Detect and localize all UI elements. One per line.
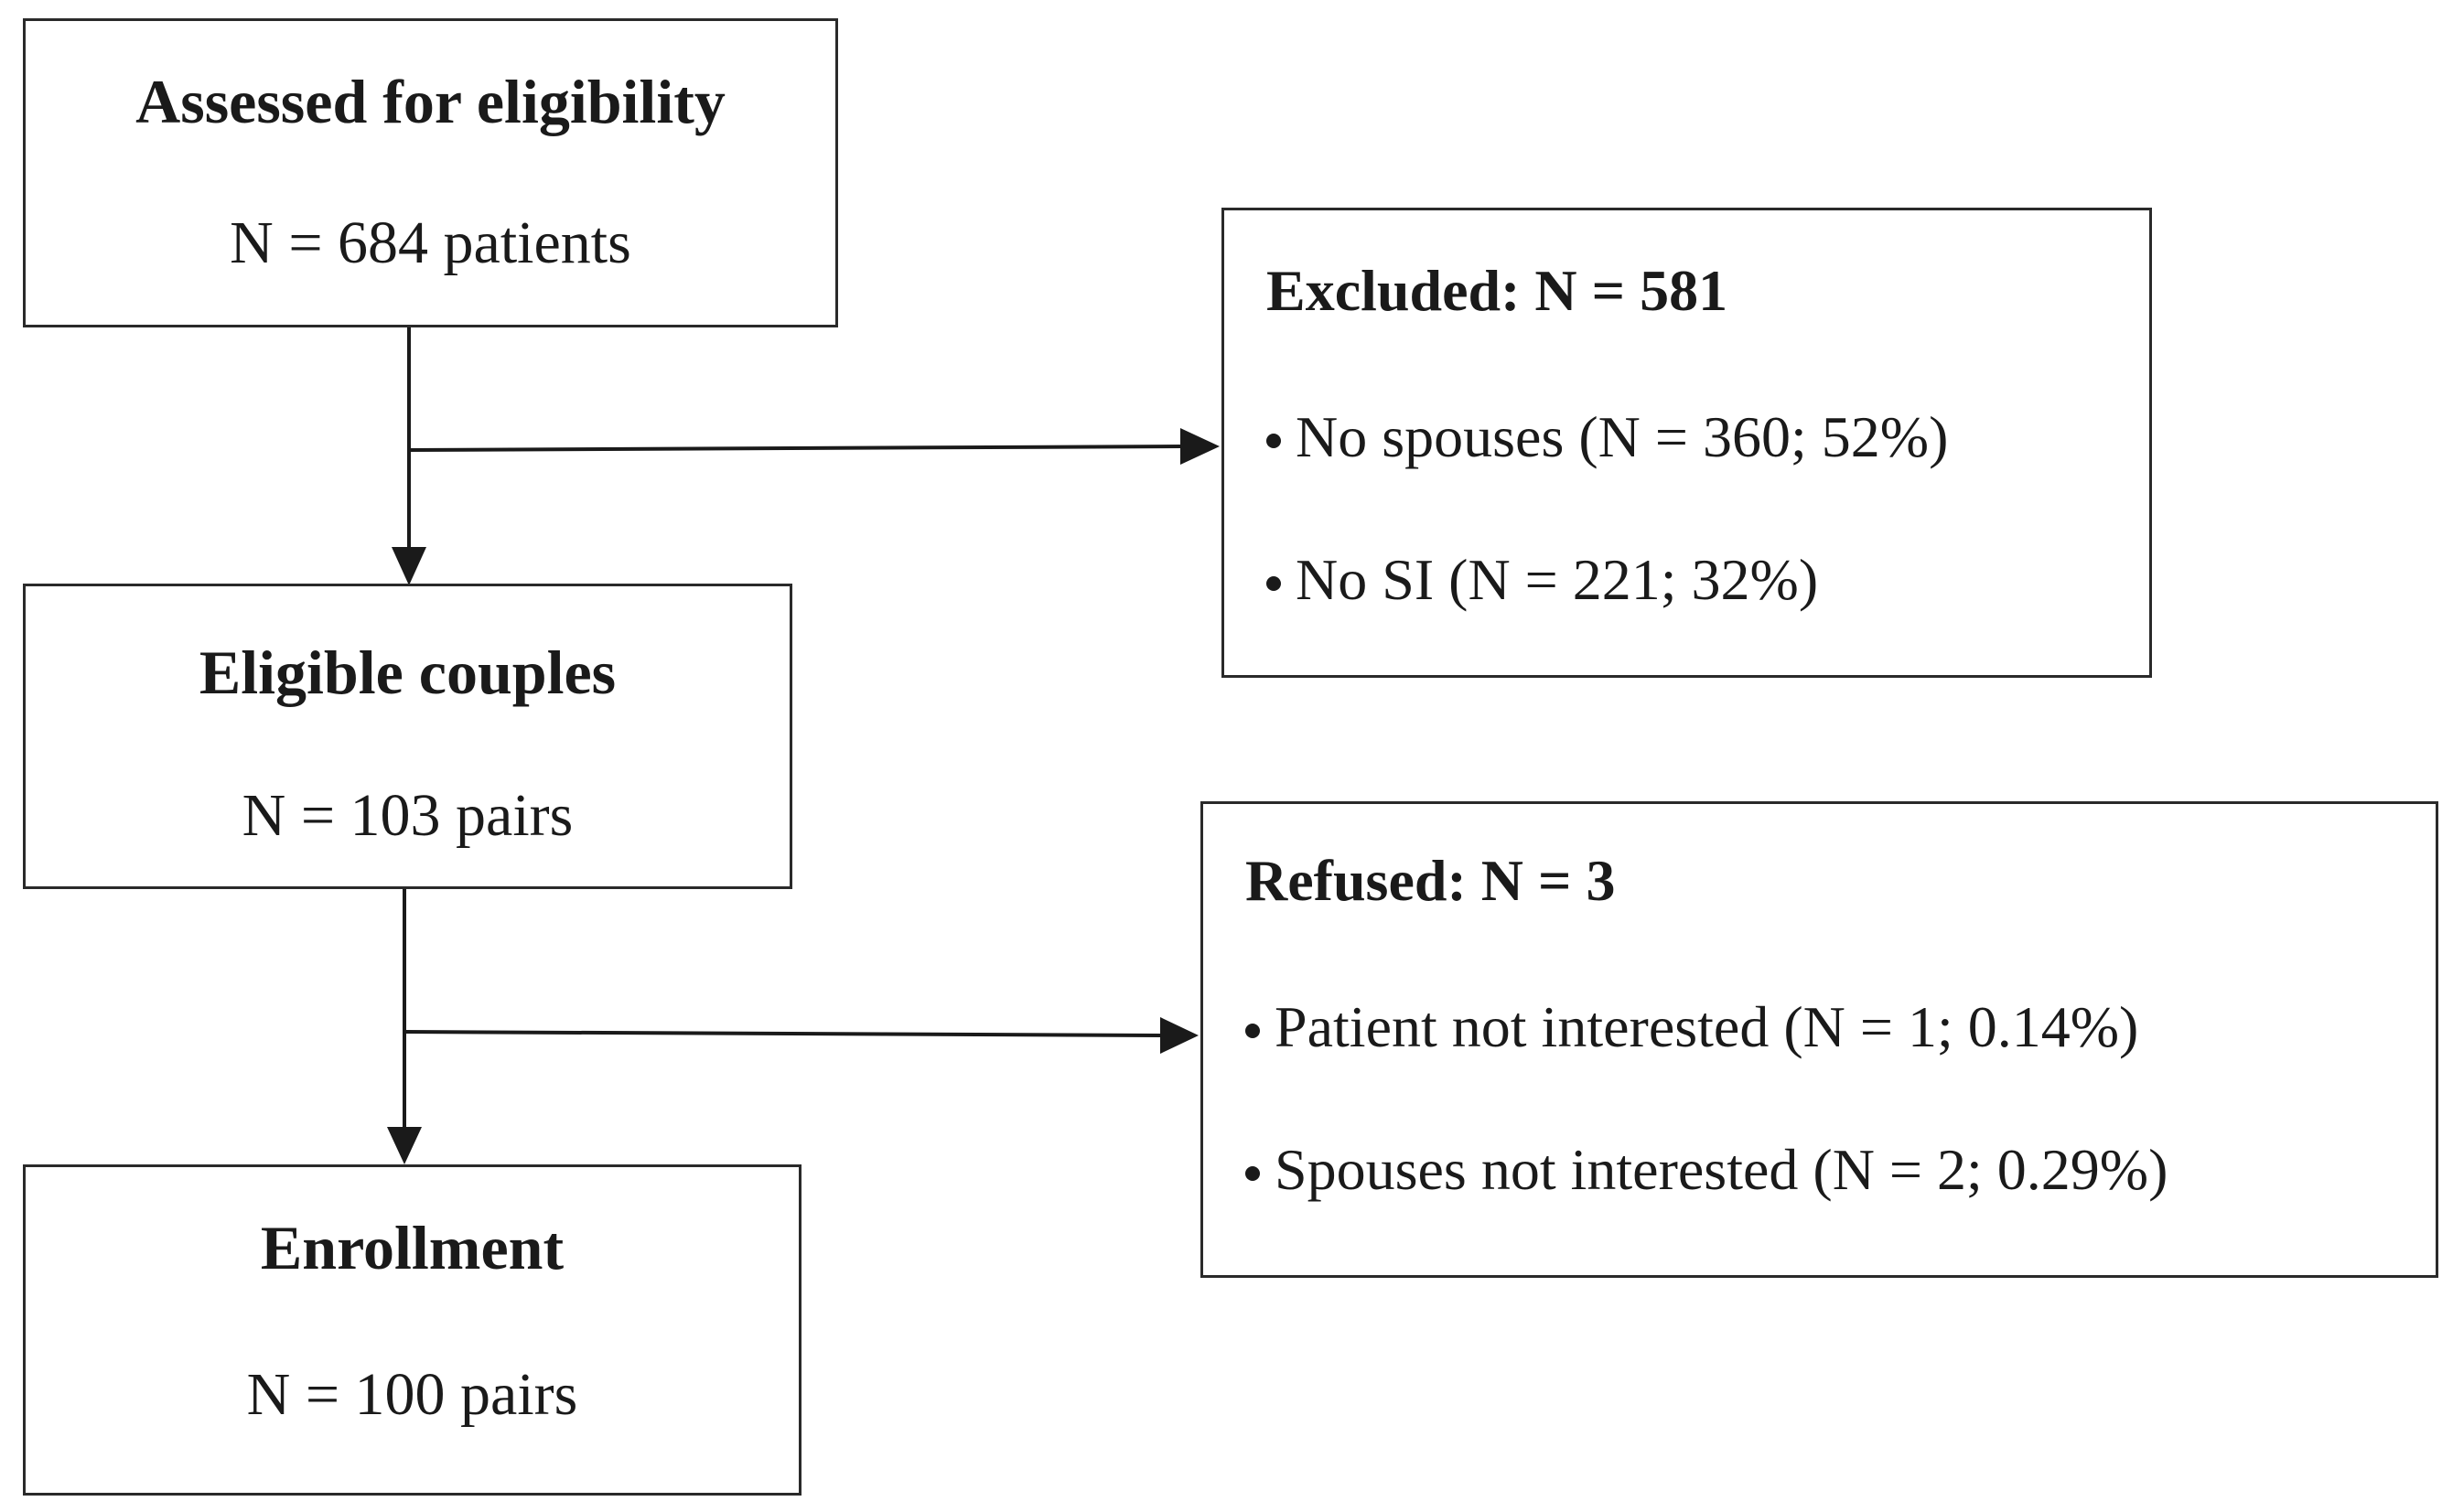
excluded-reasons-list: No spouses (N = 360; 52%) No SI (N = 221… (1266, 408, 2149, 609)
enrollment-box: Enrollment N = 100 pairs (23, 1164, 802, 1496)
excluded-box: Excluded: N = 581 No spouses (N = 360; 5… (1221, 208, 2152, 678)
arrow-to-refused (403, 1030, 1161, 1037)
list-item: No spouses (N = 360; 52%) (1266, 408, 2149, 466)
arrowhead-excluded (1180, 428, 1220, 465)
assessed-count: N = 684 patients (230, 209, 631, 276)
list-item: Patient not interested (N = 1; 0.14%) (1245, 998, 2436, 1056)
excluded-title: Excluded: N = 581 (1266, 258, 1728, 323)
eligible-title: Eligible couples (199, 638, 617, 707)
arrowhead-enrollment (387, 1127, 422, 1164)
list-item: Spouses not interested (N = 2; 0.29%) (1245, 1141, 2436, 1199)
bullet-icon (1245, 1166, 1260, 1181)
eligible-count: N = 103 pairs (242, 782, 574, 849)
excluded-reason-no-spouses: No spouses (N = 360; 52%) (1296, 404, 1949, 469)
assessed-box: Assessed for eligibility N = 684 patient… (23, 18, 838, 327)
bullet-icon (1266, 434, 1281, 448)
excluded-reason-no-si: No SI (N = 221; 32%) (1296, 547, 1819, 612)
arrowhead-refused (1160, 1017, 1199, 1054)
arrow-to-excluded (408, 445, 1181, 452)
bullet-icon (1245, 1024, 1260, 1038)
refused-reasons-list: Patient not interested (N = 1; 0.14%) Sp… (1245, 998, 2436, 1199)
list-item: No SI (N = 221; 32%) (1266, 551, 2149, 609)
assessed-title: Assessed for eligibility (135, 67, 726, 136)
arrowhead-eligible (392, 547, 426, 585)
refused-reason-patient: Patient not interested (N = 1; 0.14%) (1275, 994, 2139, 1059)
enrollment-count: N = 100 pairs (246, 1361, 578, 1428)
refused-title: Refused: N = 3 (1245, 848, 1616, 913)
enrollment-title: Enrollment (260, 1213, 565, 1282)
refused-box: Refused: N = 3 Patient not interested (N… (1200, 801, 2438, 1278)
refused-reason-spouses: Spouses not interested (N = 2; 0.29%) (1275, 1137, 2168, 1202)
bullet-icon (1266, 576, 1281, 591)
eligible-box: Eligible couples N = 103 pairs (23, 584, 792, 889)
